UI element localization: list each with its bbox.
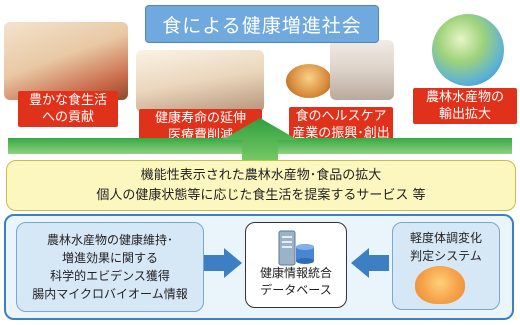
elderly-dining-photo bbox=[136, 50, 264, 112]
globe-photo bbox=[432, 14, 504, 86]
arrow-left-icon bbox=[351, 248, 389, 278]
middle-line-2: 個人の健康状態等に応じた食生活を提案するサービス 等 bbox=[96, 187, 426, 203]
benefit-export: 農林水産物の輸出拡大 bbox=[413, 88, 517, 124]
health-database-box: 健康情報統合 データベース bbox=[245, 222, 347, 308]
title-banner: 食による健康増進社会 bbox=[145, 5, 379, 43]
family-dining-photo bbox=[4, 22, 128, 100]
arrow-right-icon bbox=[204, 248, 242, 278]
up-arrow-icon bbox=[222, 118, 298, 164]
elderly-woman-photo bbox=[330, 40, 394, 100]
database-server-icon bbox=[278, 230, 314, 266]
evidence-box: 農林水産物の健康維持･ 増進効果に関する 科学的エビデンス獲得 腸内マイクロバイ… bbox=[16, 222, 204, 312]
food-bowl-photo bbox=[286, 64, 332, 98]
benefit-rich-diet: 豊かな食生活への貢献 bbox=[18, 91, 118, 127]
middle-line-1: 機能性表示された農林水産物･食品の拡大 bbox=[140, 167, 382, 183]
benefit-healthcare-industry: 食のヘルスケア産業の振興･創出 bbox=[289, 107, 393, 143]
brain-scan-icon bbox=[415, 266, 465, 304]
middle-outcomes-box: 機能性表示された農林水産物･食品の拡大 個人の健康状態等に応じた食生活を提案する… bbox=[6, 160, 516, 211]
